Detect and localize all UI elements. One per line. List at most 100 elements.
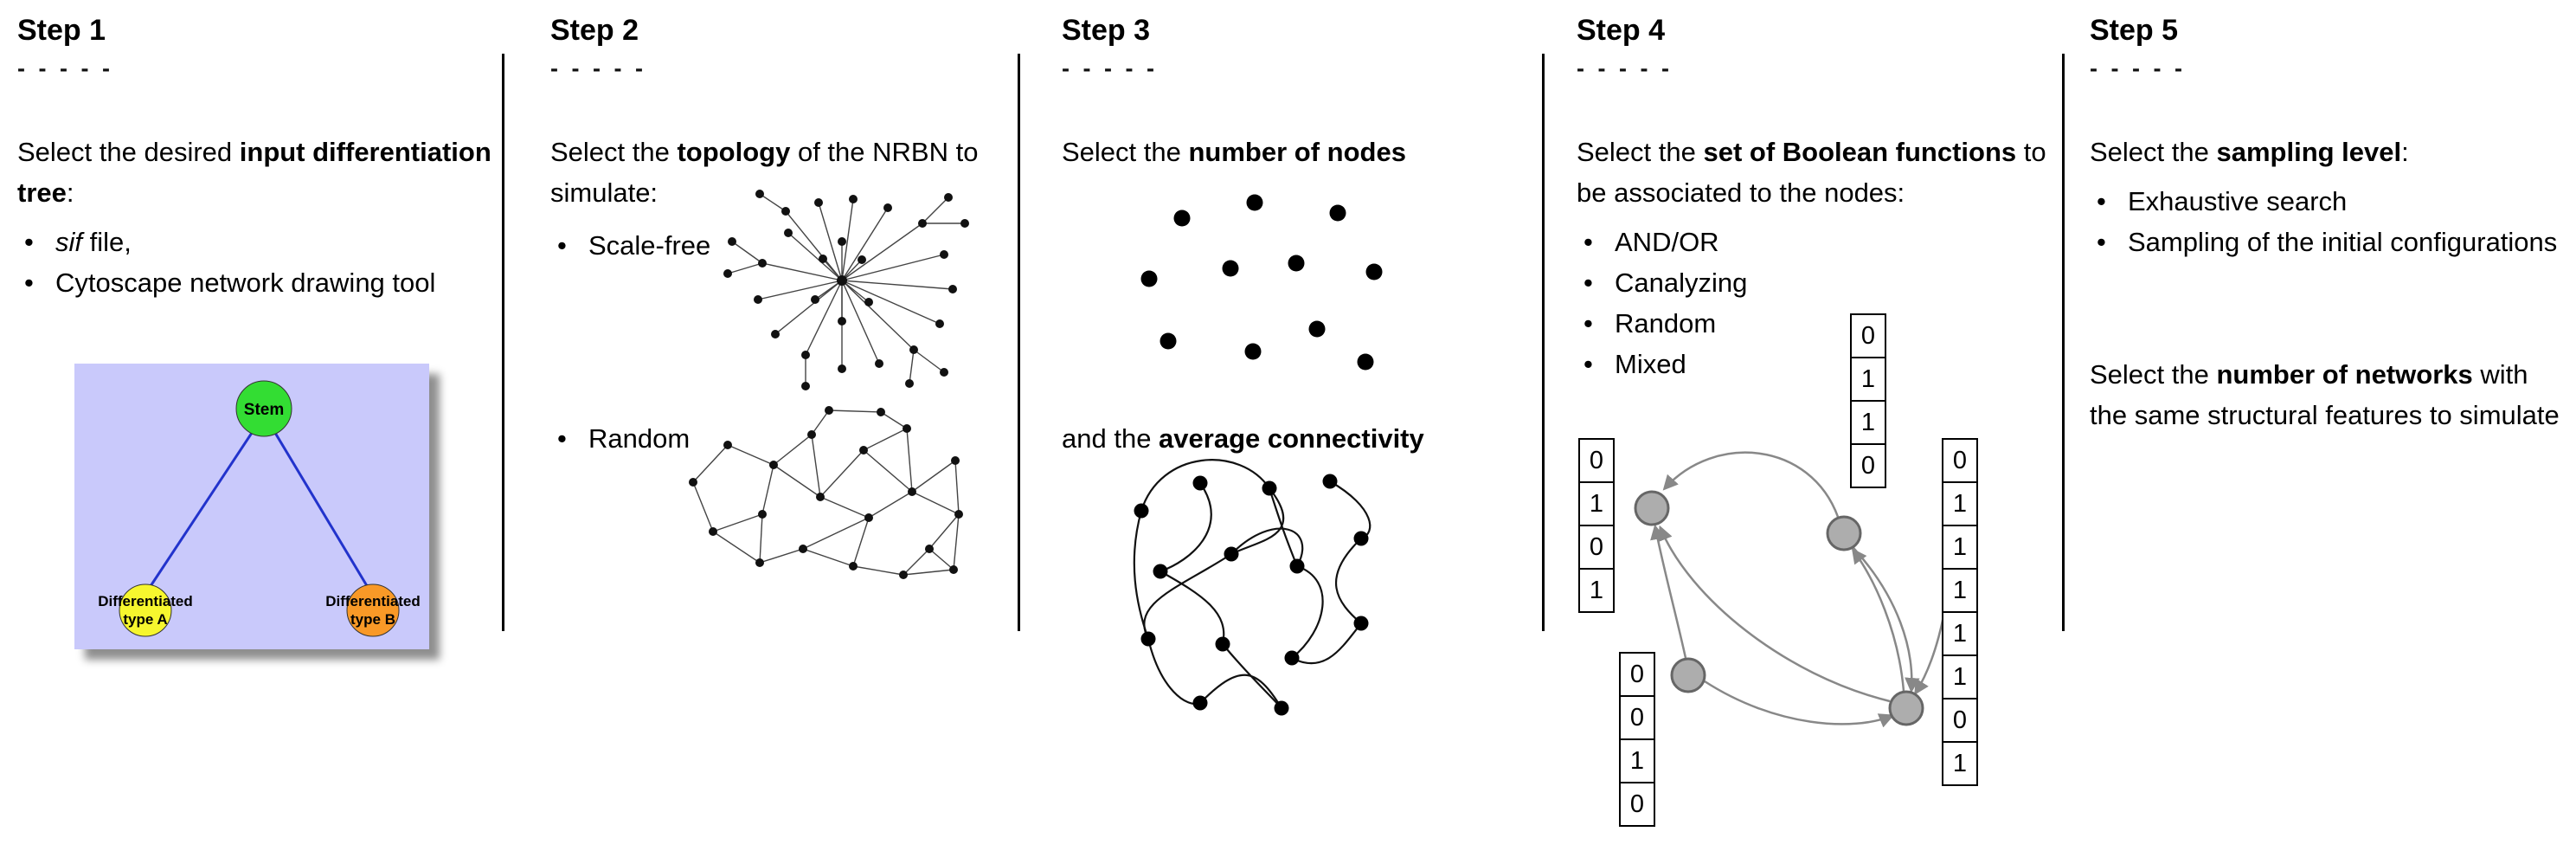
- paragraph-text: Select the: [2090, 359, 2217, 390]
- intro-text: of the NRBN to simulate:: [550, 137, 979, 208]
- list-item: • Exhaustive search: [2090, 181, 2571, 222]
- bullet-text: file,: [82, 227, 132, 257]
- tangle-edges: [1133, 459, 1372, 709]
- boolean-node: [1826, 515, 1862, 551]
- bullet-marker: •: [24, 268, 34, 298]
- bullet-marker: •: [24, 227, 34, 257]
- type-a-label-line2: type A: [123, 611, 167, 628]
- step-4-bullet-list: • AND/OR • Canalyzing • Random • Mixed: [1577, 222, 2059, 384]
- bullet-marker: •: [1584, 308, 1593, 338]
- step-3-column: Step 3 - - - - - Select the number of no…: [1062, 0, 1536, 851]
- intro-bold-text: sampling level: [2216, 137, 2402, 167]
- list-item: • sif file,: [17, 222, 491, 262]
- cytoscape-bullet: Cytoscape network drawing tool: [55, 268, 436, 298]
- random-bullet: • Random: [550, 418, 1005, 459]
- list-item: • Canalyzing: [1577, 262, 2059, 303]
- truth-table-cell: 1: [1850, 357, 1886, 402]
- truth-table-cell: 1: [1942, 654, 1978, 699]
- network-edges: [692, 409, 960, 576]
- step-1-column: Step 1 - - - - - Select the desired inpu…: [17, 0, 491, 851]
- step-1-title: Step 1: [17, 14, 106, 47]
- intro-bold-text: input differentiation tree: [17, 137, 491, 208]
- bullet-marker: •: [2097, 227, 2106, 257]
- paragraph-bold-text: number of networks: [2216, 359, 2473, 390]
- dashed-separator: - - - - -: [1062, 55, 1158, 81]
- bullet-text: Random: [588, 423, 691, 454]
- truth-table-cell: 0: [1619, 652, 1655, 697]
- boolean-nodes: [1634, 490, 1924, 726]
- boolean-node: [1888, 690, 1924, 726]
- step-2-column: Step 2 - - - - - Select the topology of …: [550, 0, 1005, 851]
- scale-free-network-svg: [723, 190, 969, 390]
- step-2-title: Step 2: [550, 14, 639, 47]
- random-network-svg: [689, 406, 963, 579]
- boolean-node: [1670, 657, 1706, 693]
- network-edges: [727, 193, 965, 386]
- truth-table-cell: 0: [1942, 438, 1978, 483]
- truth-table-cell: 0: [1850, 443, 1886, 488]
- bullet-text: AND/OR: [1615, 227, 1719, 257]
- truth-table-cell: 1: [1942, 525, 1978, 570]
- column-divider: [2062, 54, 2065, 631]
- bullet-marker: •: [557, 230, 567, 261]
- tangled-network-svg: [1133, 459, 1372, 716]
- bullet-marker: •: [557, 423, 567, 454]
- type-b-label-line2: type B: [350, 611, 395, 628]
- network-nodes: [689, 406, 963, 579]
- truth-table-cell: 0: [1578, 525, 1615, 570]
- step-4-intro: Select the set of Boolean functions to b…: [1577, 132, 2059, 213]
- truth-table-cell: 0: [1619, 695, 1655, 740]
- dashed-separator: - - - - -: [17, 55, 113, 81]
- intro-bold-text: set of Boolean functions: [1703, 137, 2017, 167]
- list-item: • Random: [1577, 303, 2059, 344]
- step-3-line2: and the average connectivity: [1062, 418, 1536, 459]
- boolean-node: [1634, 490, 1670, 526]
- intro-text: Select the: [2090, 137, 2217, 167]
- step-5-networks-paragraph: Select the number of networks with the s…: [2090, 354, 2571, 435]
- tangled-network-graphic: [1110, 457, 1389, 719]
- bullet-text: Scale-free: [588, 230, 711, 261]
- intro-text: Select the: [1062, 137, 1189, 167]
- bullet-text: Random: [1615, 308, 1717, 338]
- type-a-label-line1: Differentiated: [98, 593, 193, 609]
- random-network-graphic: [679, 400, 967, 589]
- boolean-network-graphic: 0 1 1 0 0 1 0 1 0 0 1 0 0 1 1 1 1 1 0 1: [1577, 303, 2061, 851]
- truth-table-cell: 1: [1942, 568, 1978, 613]
- truth-table-top: 0 1 1 0: [1850, 313, 1886, 488]
- scale-free-network-graphic: [712, 178, 972, 390]
- column-divider: [502, 54, 504, 631]
- truth-table-bottom-left: 0 0 1 0: [1619, 652, 1655, 827]
- tree-edges: [147, 432, 370, 590]
- dashed-separator: - - - - -: [550, 55, 646, 81]
- truth-table-cell: 1: [1942, 481, 1978, 526]
- dashed-separator: - - - - -: [1577, 55, 1673, 81]
- column-divider: [1018, 54, 1020, 631]
- column-divider: [1542, 54, 1545, 631]
- truth-table-cell: 1: [1578, 481, 1615, 526]
- intro-text: :: [66, 177, 74, 208]
- step-1-bullet-list: • sif file, • Cytoscape network drawing …: [17, 222, 491, 303]
- truth-table-cell: 0: [1850, 313, 1886, 358]
- bullet-marker: •: [1584, 268, 1593, 298]
- node-dots-graphic: [1127, 187, 1405, 392]
- bullet-text: Mixed: [1615, 349, 1686, 379]
- stem-node-label: Stem: [244, 401, 284, 419]
- intro-text: and the: [1062, 423, 1160, 454]
- stem-node: [235, 380, 292, 437]
- truth-table-cell: 0: [1619, 782, 1655, 827]
- list-item: • Sampling of the initial configurations: [2090, 222, 2571, 262]
- intro-bold-text: average connectivity: [1159, 423, 1424, 454]
- intro-text: Select the desired: [17, 137, 240, 167]
- truth-table-cell: 1: [1850, 400, 1886, 445]
- step-4-title: Step 4: [1577, 14, 1666, 47]
- bullet-marker: •: [1584, 349, 1593, 379]
- intro-text: :: [2401, 137, 2409, 167]
- truth-table-right: 0 1 1 1 1 1 0 1: [1942, 438, 1978, 786]
- step-1-intro: Select the desired input differentiation…: [17, 132, 491, 213]
- bullet-marker: •: [2097, 186, 2106, 216]
- step-3-line1: Select the number of nodes: [1062, 132, 1536, 172]
- boolean-network-svg: [1634, 451, 1950, 728]
- list-item: • Cytoscape network drawing tool: [17, 262, 491, 303]
- differentiation-tree-svg: Stem Differentiated type A Differentiate…: [74, 364, 429, 649]
- intro-text: Select the: [550, 137, 678, 167]
